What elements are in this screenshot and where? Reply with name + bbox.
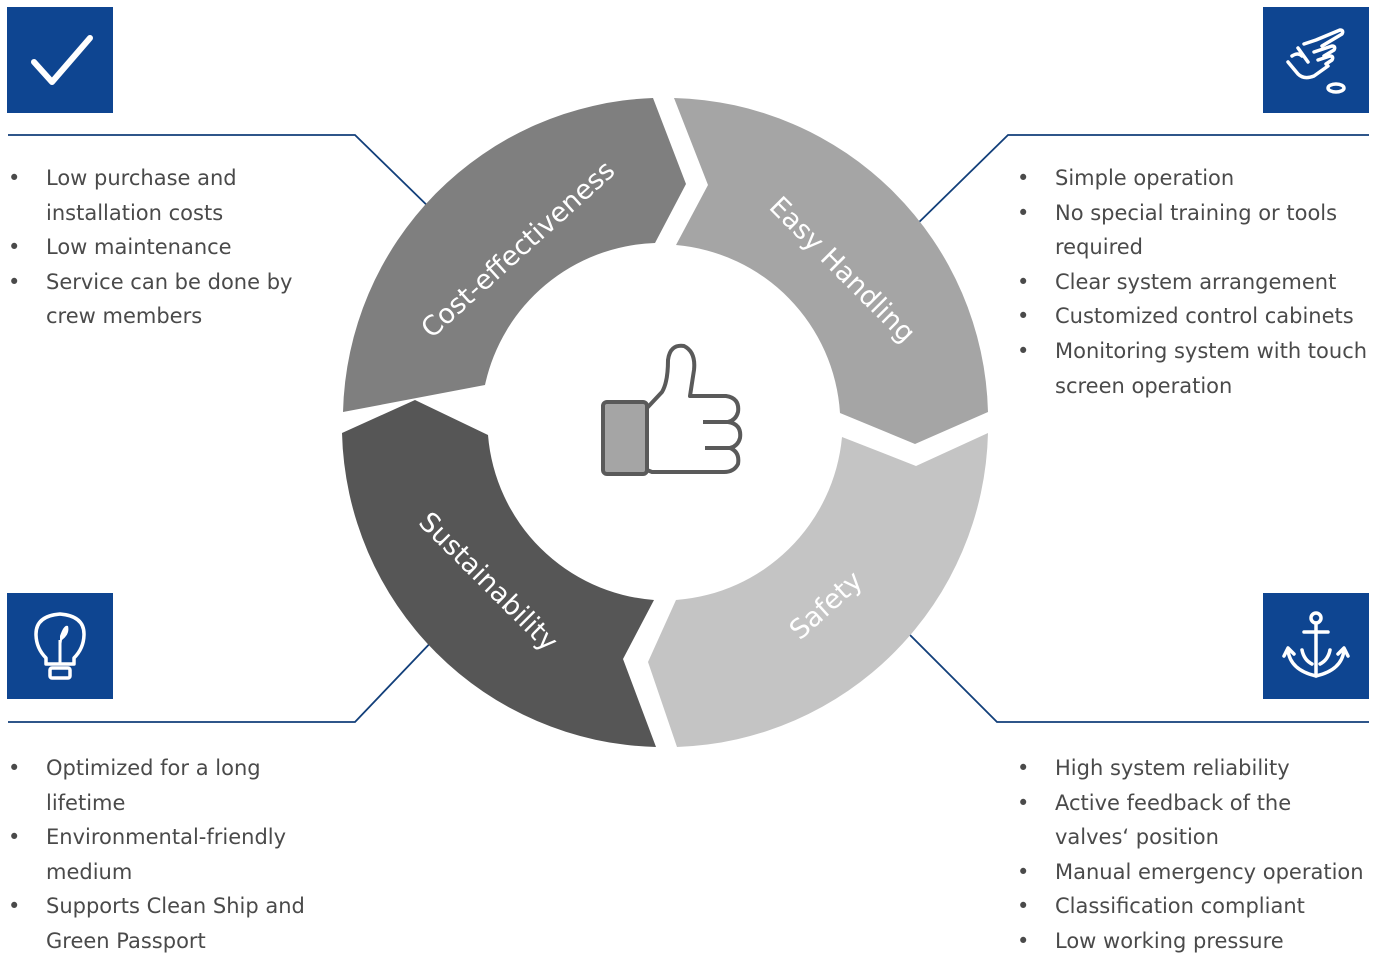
list-item: Supports Clean Ship and Green Passport xyxy=(8,889,328,958)
segment-sustainability xyxy=(342,400,656,747)
icon-box-top-left xyxy=(7,7,113,113)
segment-safety xyxy=(648,433,988,747)
connector-top-right xyxy=(909,134,1369,232)
list-safety: High system reliabilityActive feedback o… xyxy=(1017,751,1377,959)
list-item: Low purchase and installation costs xyxy=(8,161,328,230)
segment-cost-effectiveness xyxy=(343,98,686,412)
list-item: Low maintenance xyxy=(8,230,328,265)
list-sustainability: Optimized for a long lifetimeEnvironment… xyxy=(8,751,328,959)
connector-bottom-right xyxy=(900,625,1369,723)
list-item: Manual emergency operation xyxy=(1017,855,1377,890)
list-cost-effectiveness: Low purchase and installation costsLow m… xyxy=(8,161,328,334)
list-item: High system reliability xyxy=(1017,751,1377,786)
list-item: Service can be done by crew members xyxy=(8,265,328,334)
list-item: No special training or tools required xyxy=(1017,196,1377,265)
icon-box-bottom-left xyxy=(7,593,113,699)
list-item: Simple operation xyxy=(1017,161,1377,196)
list-easy-handling: Simple operationNo special training or t… xyxy=(1017,161,1377,403)
list-item: Clear system arrangement xyxy=(1017,265,1377,300)
list-item: Environmental-friendly medium xyxy=(8,820,328,889)
list-item: Low working pressure xyxy=(1017,924,1377,959)
lightbulb-icon xyxy=(34,612,86,680)
touch-hand-icon xyxy=(1286,28,1346,94)
anchor-icon xyxy=(1282,611,1350,678)
list-item: Active feedback of the valves‘ position xyxy=(1017,786,1377,855)
icon-box-bottom-right xyxy=(1263,593,1369,699)
icon-box-top-right xyxy=(1263,7,1369,113)
connector-top-left xyxy=(8,134,438,216)
thumbs-up-icon xyxy=(601,343,743,476)
list-item: Optimized for a long lifetime xyxy=(8,751,328,820)
list-item: Monitoring system with touch screen oper… xyxy=(1017,334,1377,403)
connector-bottom-left xyxy=(8,635,438,723)
segment-easy-handling xyxy=(674,98,988,444)
checkmark-icon xyxy=(31,35,93,85)
list-item: Customized control cabinets xyxy=(1017,299,1377,334)
list-item: Classification compliant xyxy=(1017,889,1377,924)
